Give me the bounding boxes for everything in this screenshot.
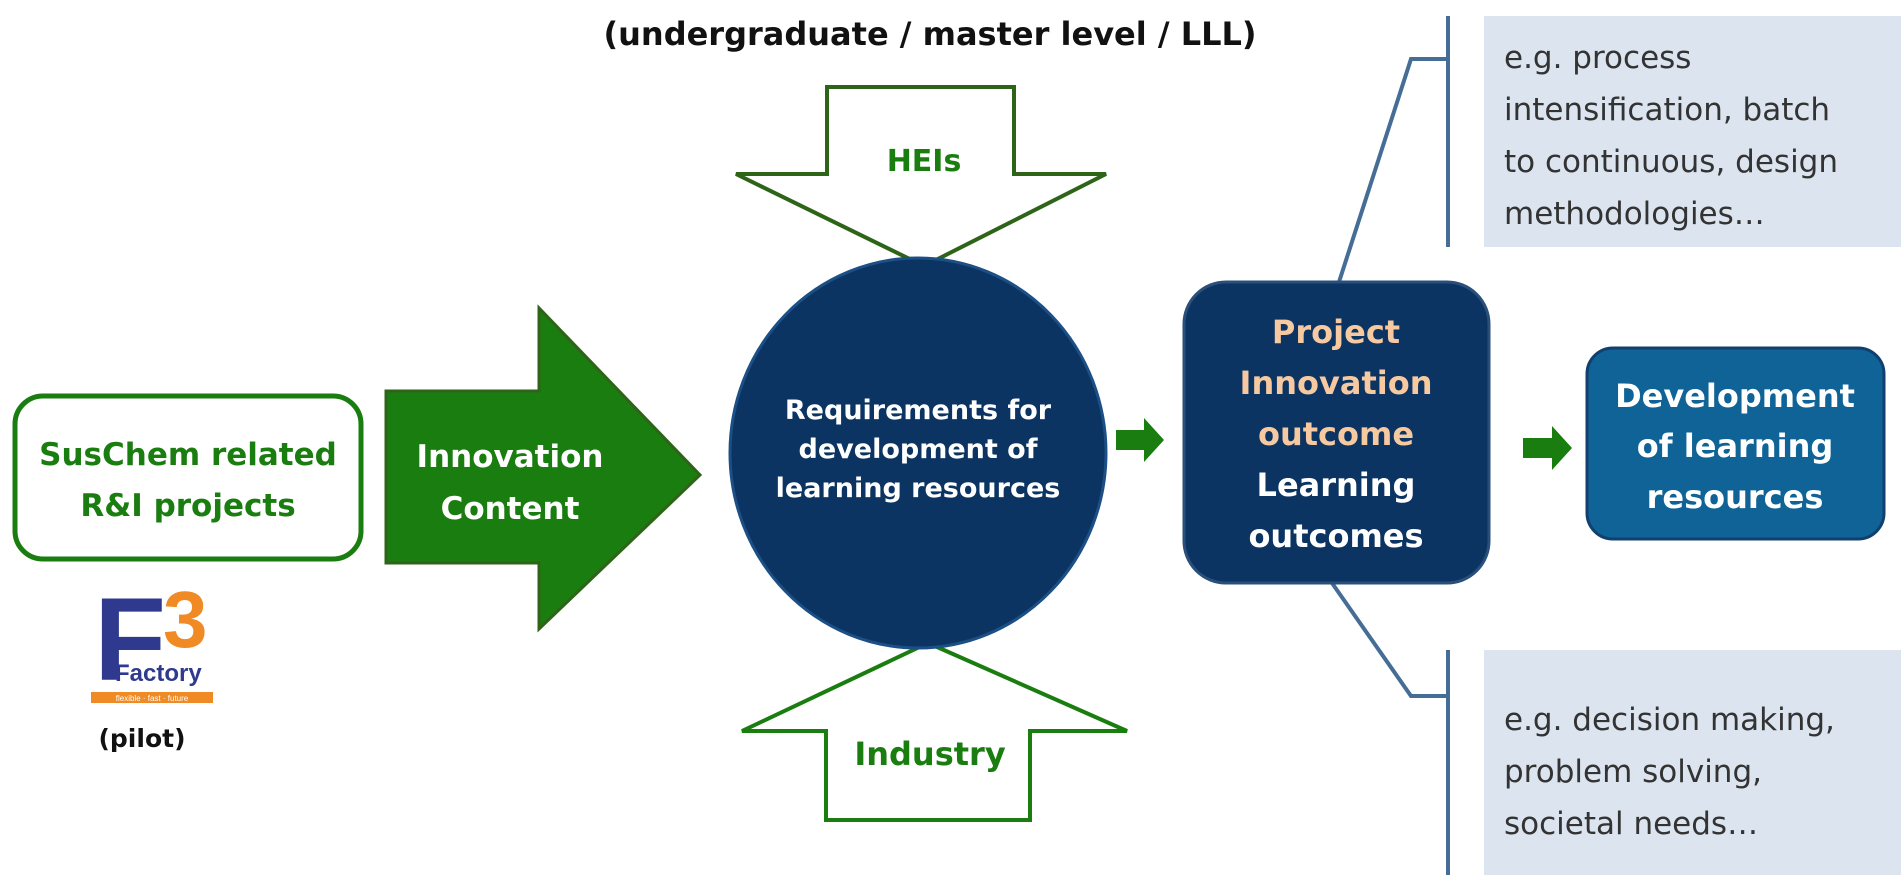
requirements-ellipse	[728, 256, 1108, 650]
connector-bottom	[1330, 581, 1448, 698]
example-bottom-line3: societal needs…	[1504, 806, 1758, 842]
outcome-line3: outcome	[1258, 415, 1414, 453]
requirements-line2: development of	[799, 434, 1038, 465]
logo-tagline: flexible · fast · future	[116, 694, 189, 703]
example-top-line4: methodologies…	[1504, 196, 1765, 232]
example-top-line2: intensification, batch	[1504, 92, 1830, 128]
project-outcome-box	[1182, 280, 1491, 585]
example-top-line3: to continuous, design	[1504, 144, 1838, 180]
development-box	[1585, 346, 1886, 541]
outcome-line2: Innovation	[1240, 364, 1433, 402]
example-top-line1: e.g. process	[1504, 40, 1691, 76]
source-box	[12, 393, 364, 562]
innovation-content-line2: Content	[441, 491, 580, 527]
level-label: (undergraduate / master level / LLL)	[604, 15, 1257, 53]
industry-arrow	[741, 640, 1128, 822]
logo-word: Factory	[115, 660, 202, 687]
example-box-top	[1484, 16, 1901, 247]
example-bottom-line2: problem solving,	[1504, 754, 1762, 790]
pilot-label: (pilot)	[98, 724, 185, 753]
logo-letter: F	[94, 574, 166, 706]
f3-factory-logo: F 3 Factory flexible · fast · future	[91, 574, 213, 706]
outcome-line1: Project	[1272, 313, 1400, 351]
connector-top	[1337, 57, 1448, 283]
arrow-to-development	[1523, 426, 1572, 470]
arrow-to-outcome	[1116, 418, 1164, 462]
requirements-line3: learning resources	[776, 473, 1061, 504]
development-line3: resources	[1647, 478, 1824, 516]
source-label-line2: R&I projects	[80, 488, 295, 524]
heis-label: HEIs	[887, 144, 962, 179]
requirements-line1: Requirements for	[785, 395, 1052, 426]
outcome-line5: outcomes	[1248, 517, 1423, 555]
development-line1: Development	[1615, 377, 1855, 415]
example-bottom-line1: e.g. decision making,	[1504, 702, 1835, 738]
logo-exponent: 3	[163, 575, 208, 664]
source-label-line1: SusChem related	[39, 437, 337, 473]
heis-arrow	[735, 85, 1107, 269]
innovation-content-line1: Innovation	[417, 439, 604, 475]
innovation-content-arrow	[384, 304, 703, 633]
industry-label: Industry	[854, 735, 1006, 773]
development-line2: of learning	[1637, 427, 1834, 465]
example-box-bottom	[1484, 650, 1901, 875]
outcome-line4: Learning	[1257, 466, 1416, 504]
